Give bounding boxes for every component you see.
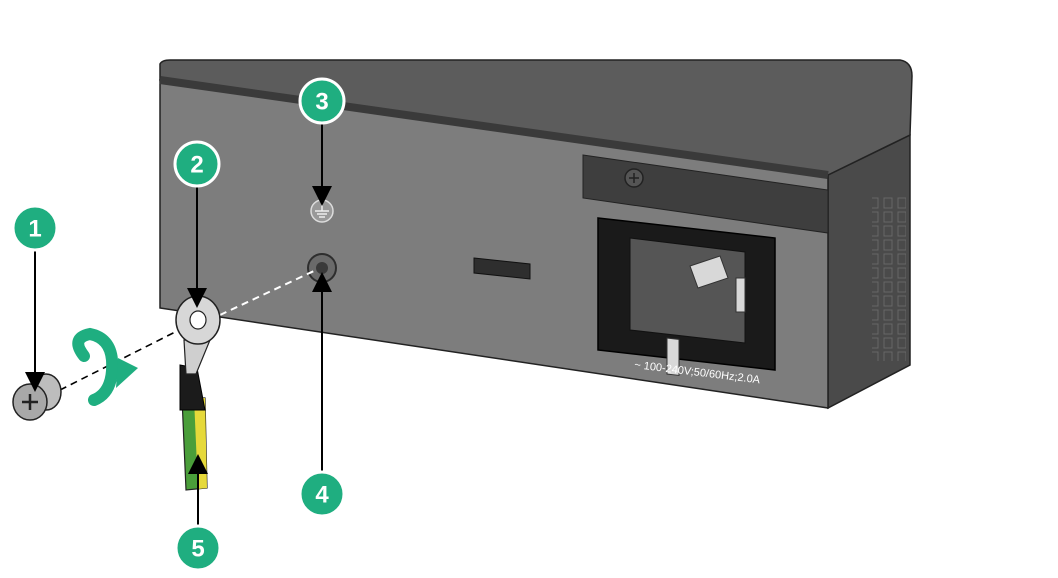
- callout-5: 5: [174, 524, 222, 572]
- front-slot: [473, 257, 531, 280]
- callout-label: 5: [191, 536, 204, 563]
- callout-label: 1: [28, 216, 41, 243]
- chassis-top-edge: [159, 59, 913, 176]
- callout-label: 4: [315, 482, 329, 509]
- callout-label: 3: [315, 89, 328, 116]
- screw-icon: [12, 373, 62, 421]
- bracket-screw-icon: [624, 168, 644, 188]
- grounding-hole: [307, 253, 337, 283]
- ground-symbol-icon: [310, 199, 334, 223]
- callout-2: 2: [173, 140, 221, 188]
- callout-4: 4: [298, 470, 346, 518]
- psu-bracket: [582, 154, 829, 234]
- callout-3: 3: [298, 77, 346, 125]
- alignment-line-hole: [219, 269, 317, 316]
- callout-label: 2: [190, 152, 203, 179]
- device-chassis: ~ 100-240V;50/60Hz;2.0A: [159, 59, 913, 410]
- ring-terminal-icon: [175, 295, 221, 375]
- callout-1: 1: [11, 204, 59, 252]
- rotation-arrow-icon: [72, 327, 138, 406]
- ground-cable: [175, 295, 221, 491]
- vent-grid: [872, 196, 906, 361]
- power-inlet: [597, 217, 776, 376]
- alignment-line-screw: [59, 321, 196, 391]
